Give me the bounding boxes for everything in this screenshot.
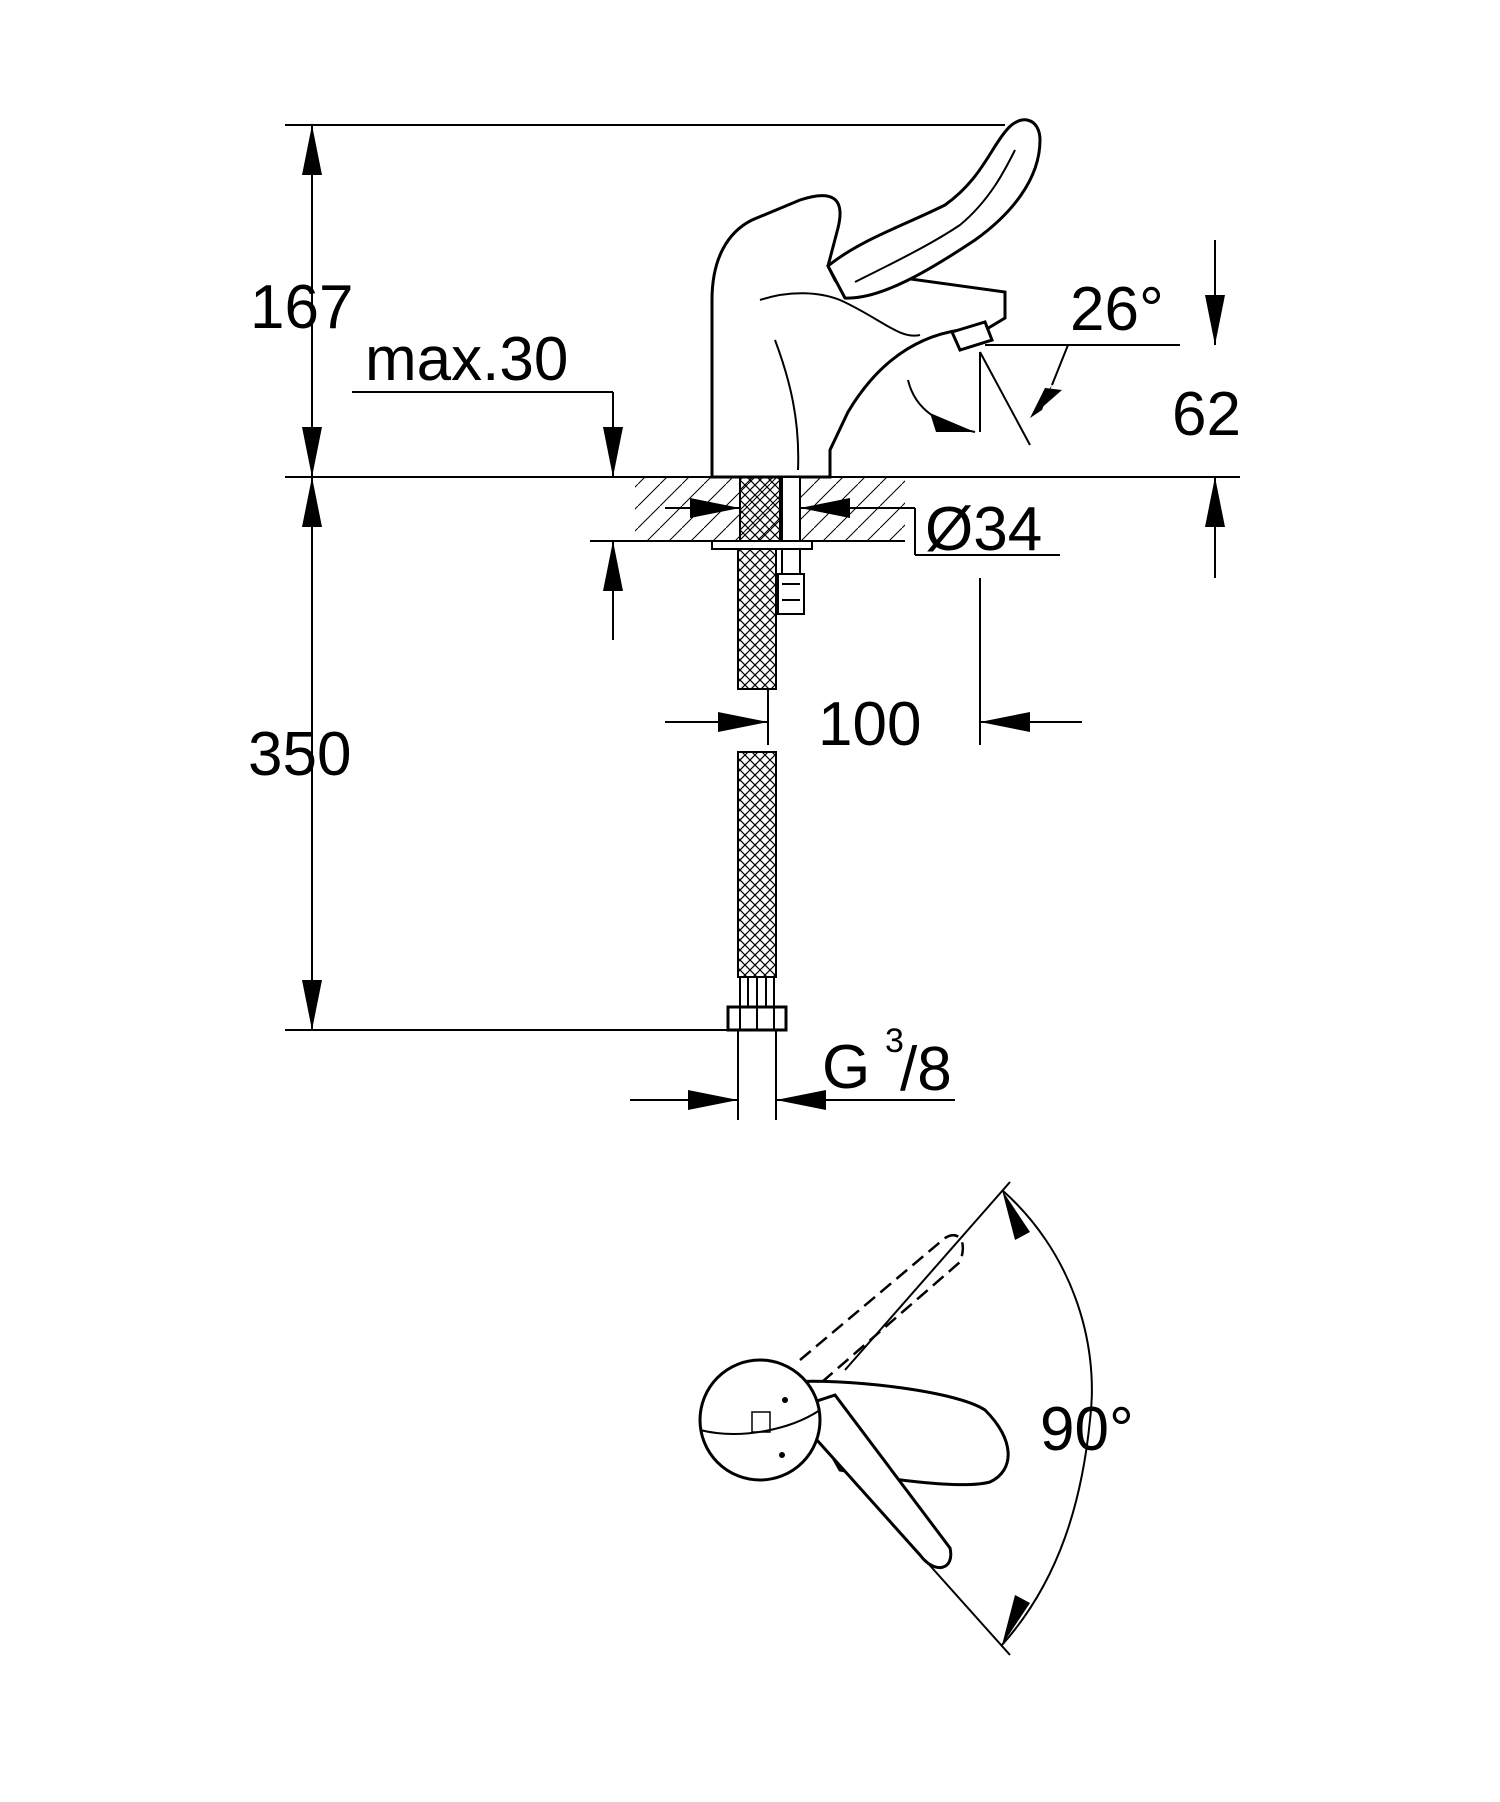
faucet-lever xyxy=(826,118,1042,300)
faucet-body xyxy=(710,194,1007,479)
top-lever xyxy=(787,1379,1010,1570)
dimension-350: 350 xyxy=(248,477,728,1031)
side-view: 167 max.30 26° xyxy=(248,118,1241,1120)
dimension-100: 100 xyxy=(665,578,1082,759)
dimension-90deg: 90° xyxy=(844,1181,1134,1656)
dimension-thread: G 3 /8 xyxy=(630,1022,955,1110)
dimension-62: 62 xyxy=(1172,240,1241,578)
mounting-assembly xyxy=(711,476,813,615)
dimension-thread-denominator: /8 xyxy=(900,1035,952,1104)
dimension-thread-prefix: G xyxy=(822,1033,870,1102)
dimension-26deg: 26° xyxy=(907,275,1180,446)
dimension-167-label: 167 xyxy=(250,273,353,342)
flexible-hose xyxy=(726,548,788,1120)
dimension-90deg-label: 90° xyxy=(1040,1395,1134,1464)
dimension-26deg-label: 26° xyxy=(1070,275,1164,344)
dimension-167: 167 xyxy=(250,124,1005,477)
dimension-62-label: 62 xyxy=(1172,380,1241,449)
dimension-100-label: 100 xyxy=(818,690,921,759)
lever-alt-position xyxy=(799,1234,965,1383)
dimension-thread-numerator: 3 xyxy=(885,1022,904,1060)
dimension-diameter-34: Ø34 xyxy=(665,495,1060,564)
top-view: 90° xyxy=(698,1181,1134,1656)
dimension-max30: max.30 xyxy=(352,325,623,640)
dimension-350-label: 350 xyxy=(248,720,351,789)
top-body xyxy=(698,1358,822,1482)
dimension-max30-label: max.30 xyxy=(365,325,568,394)
dimension-diameter-34-label: Ø34 xyxy=(925,495,1042,564)
